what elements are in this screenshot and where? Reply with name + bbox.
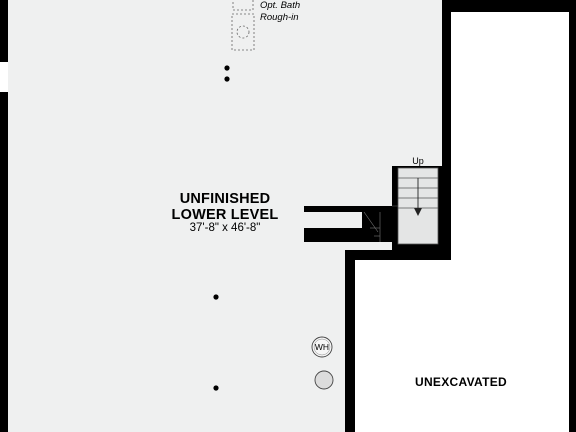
unexcavated-area: [355, 260, 569, 432]
support-post: [213, 385, 219, 391]
bath-rough-in-label-line1: Opt. Bath: [260, 0, 300, 11]
bath-rough-in-label-line2: Rough-in: [260, 12, 299, 23]
water-heater-inner-ring: [313, 338, 331, 356]
support-post: [224, 76, 230, 82]
furnace-symbol: [314, 370, 334, 390]
lower-level-floor: [8, 0, 442, 432]
support-post: [224, 65, 230, 71]
room-dimensions: 37'-8" x 46'-8": [190, 222, 261, 234]
stairs: [363, 167, 439, 245]
stairs-up-label: Up: [412, 156, 424, 166]
room-name-line1: UNFINISHED: [180, 191, 271, 207]
room-name-line2: LOWER LEVEL: [172, 207, 279, 223]
water-heater-symbol: [311, 336, 333, 358]
left-wall-opening: [0, 62, 8, 92]
bath-rough-in-symbols: [231, 0, 255, 51]
unexcavated-upper: [451, 12, 569, 262]
water-heater-label: WH: [315, 342, 329, 352]
unexcavated-label: UNEXCAVATED: [415, 375, 507, 389]
support-post: [213, 294, 219, 300]
